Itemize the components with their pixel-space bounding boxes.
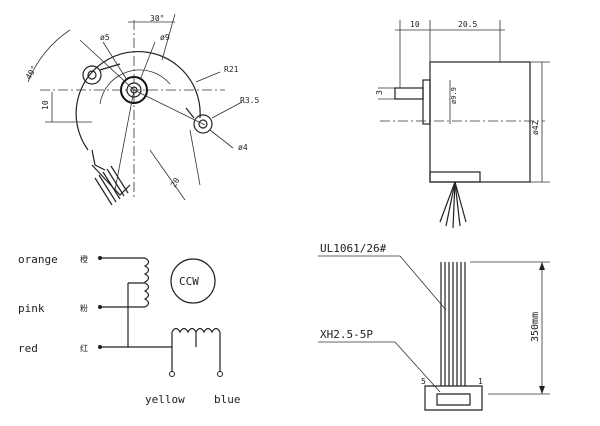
left-mounting-ear [82,65,102,85]
wire-label-red: red [18,342,38,355]
rotation-indicator [170,258,216,304]
wire-cn-orange: 橙 [80,254,88,264]
cable-spec-label: UL1061/26# [320,242,387,255]
wire-label-yellow: yellow [145,393,185,406]
dim-3-label: 3 [375,90,384,95]
height-10-label: 10 [41,100,50,110]
dia-9-label: ø9 [160,33,170,42]
coil-a [143,257,150,308]
front-view: 30° 40° ø5 ø9 R21 R3.5 ø4 10 20 [24,13,259,206]
wire-label-orange: orange [18,253,58,266]
connector-spec-label: XH2.5-5P [320,328,373,341]
side-view: 10 20.5 3 ø9.9 ø42 UL1061/26# XH2.5-5P 3… [318,20,550,411]
connector-housing [424,385,483,411]
pin-1-label: 1 [478,377,483,386]
angle-30-label: 30° [150,14,164,23]
angle-40-label: 40° [24,64,39,81]
coil-b [171,327,221,334]
radius-3-5-label: R3.5 [240,96,259,105]
dim-42-label: ø42 [531,120,540,135]
dim-20-5-label: 20.5 [458,20,477,29]
wire-label-pink: pink [18,302,45,315]
motor-body-outline [75,50,201,151]
dim-10-label: 10 [410,20,420,29]
wire-cn-red: 红 [80,343,88,353]
motor-body-side [429,61,531,183]
hole-dia-4-label: ø4 [238,143,248,152]
cable-bundle [440,262,466,386]
wire-cn-pink: 粉 [80,303,88,313]
right-mounting-ear [193,114,213,134]
dia-5-label: ø5 [100,33,110,42]
rotation-label: CCW [179,275,199,288]
shaft-side [394,87,424,100]
dim-9-9-label: ø9.9 [450,87,458,104]
pin-5-label: 5 [421,377,426,386]
wiring-diagram: orange 橙 pink 粉 red 红 CCW yellow blue [18,253,241,406]
radius-21-label: R21 [224,65,239,74]
length-350-label: 350mm [530,312,541,342]
wire-label-blue: blue [214,393,241,406]
width-20-label: 20 [169,176,182,189]
